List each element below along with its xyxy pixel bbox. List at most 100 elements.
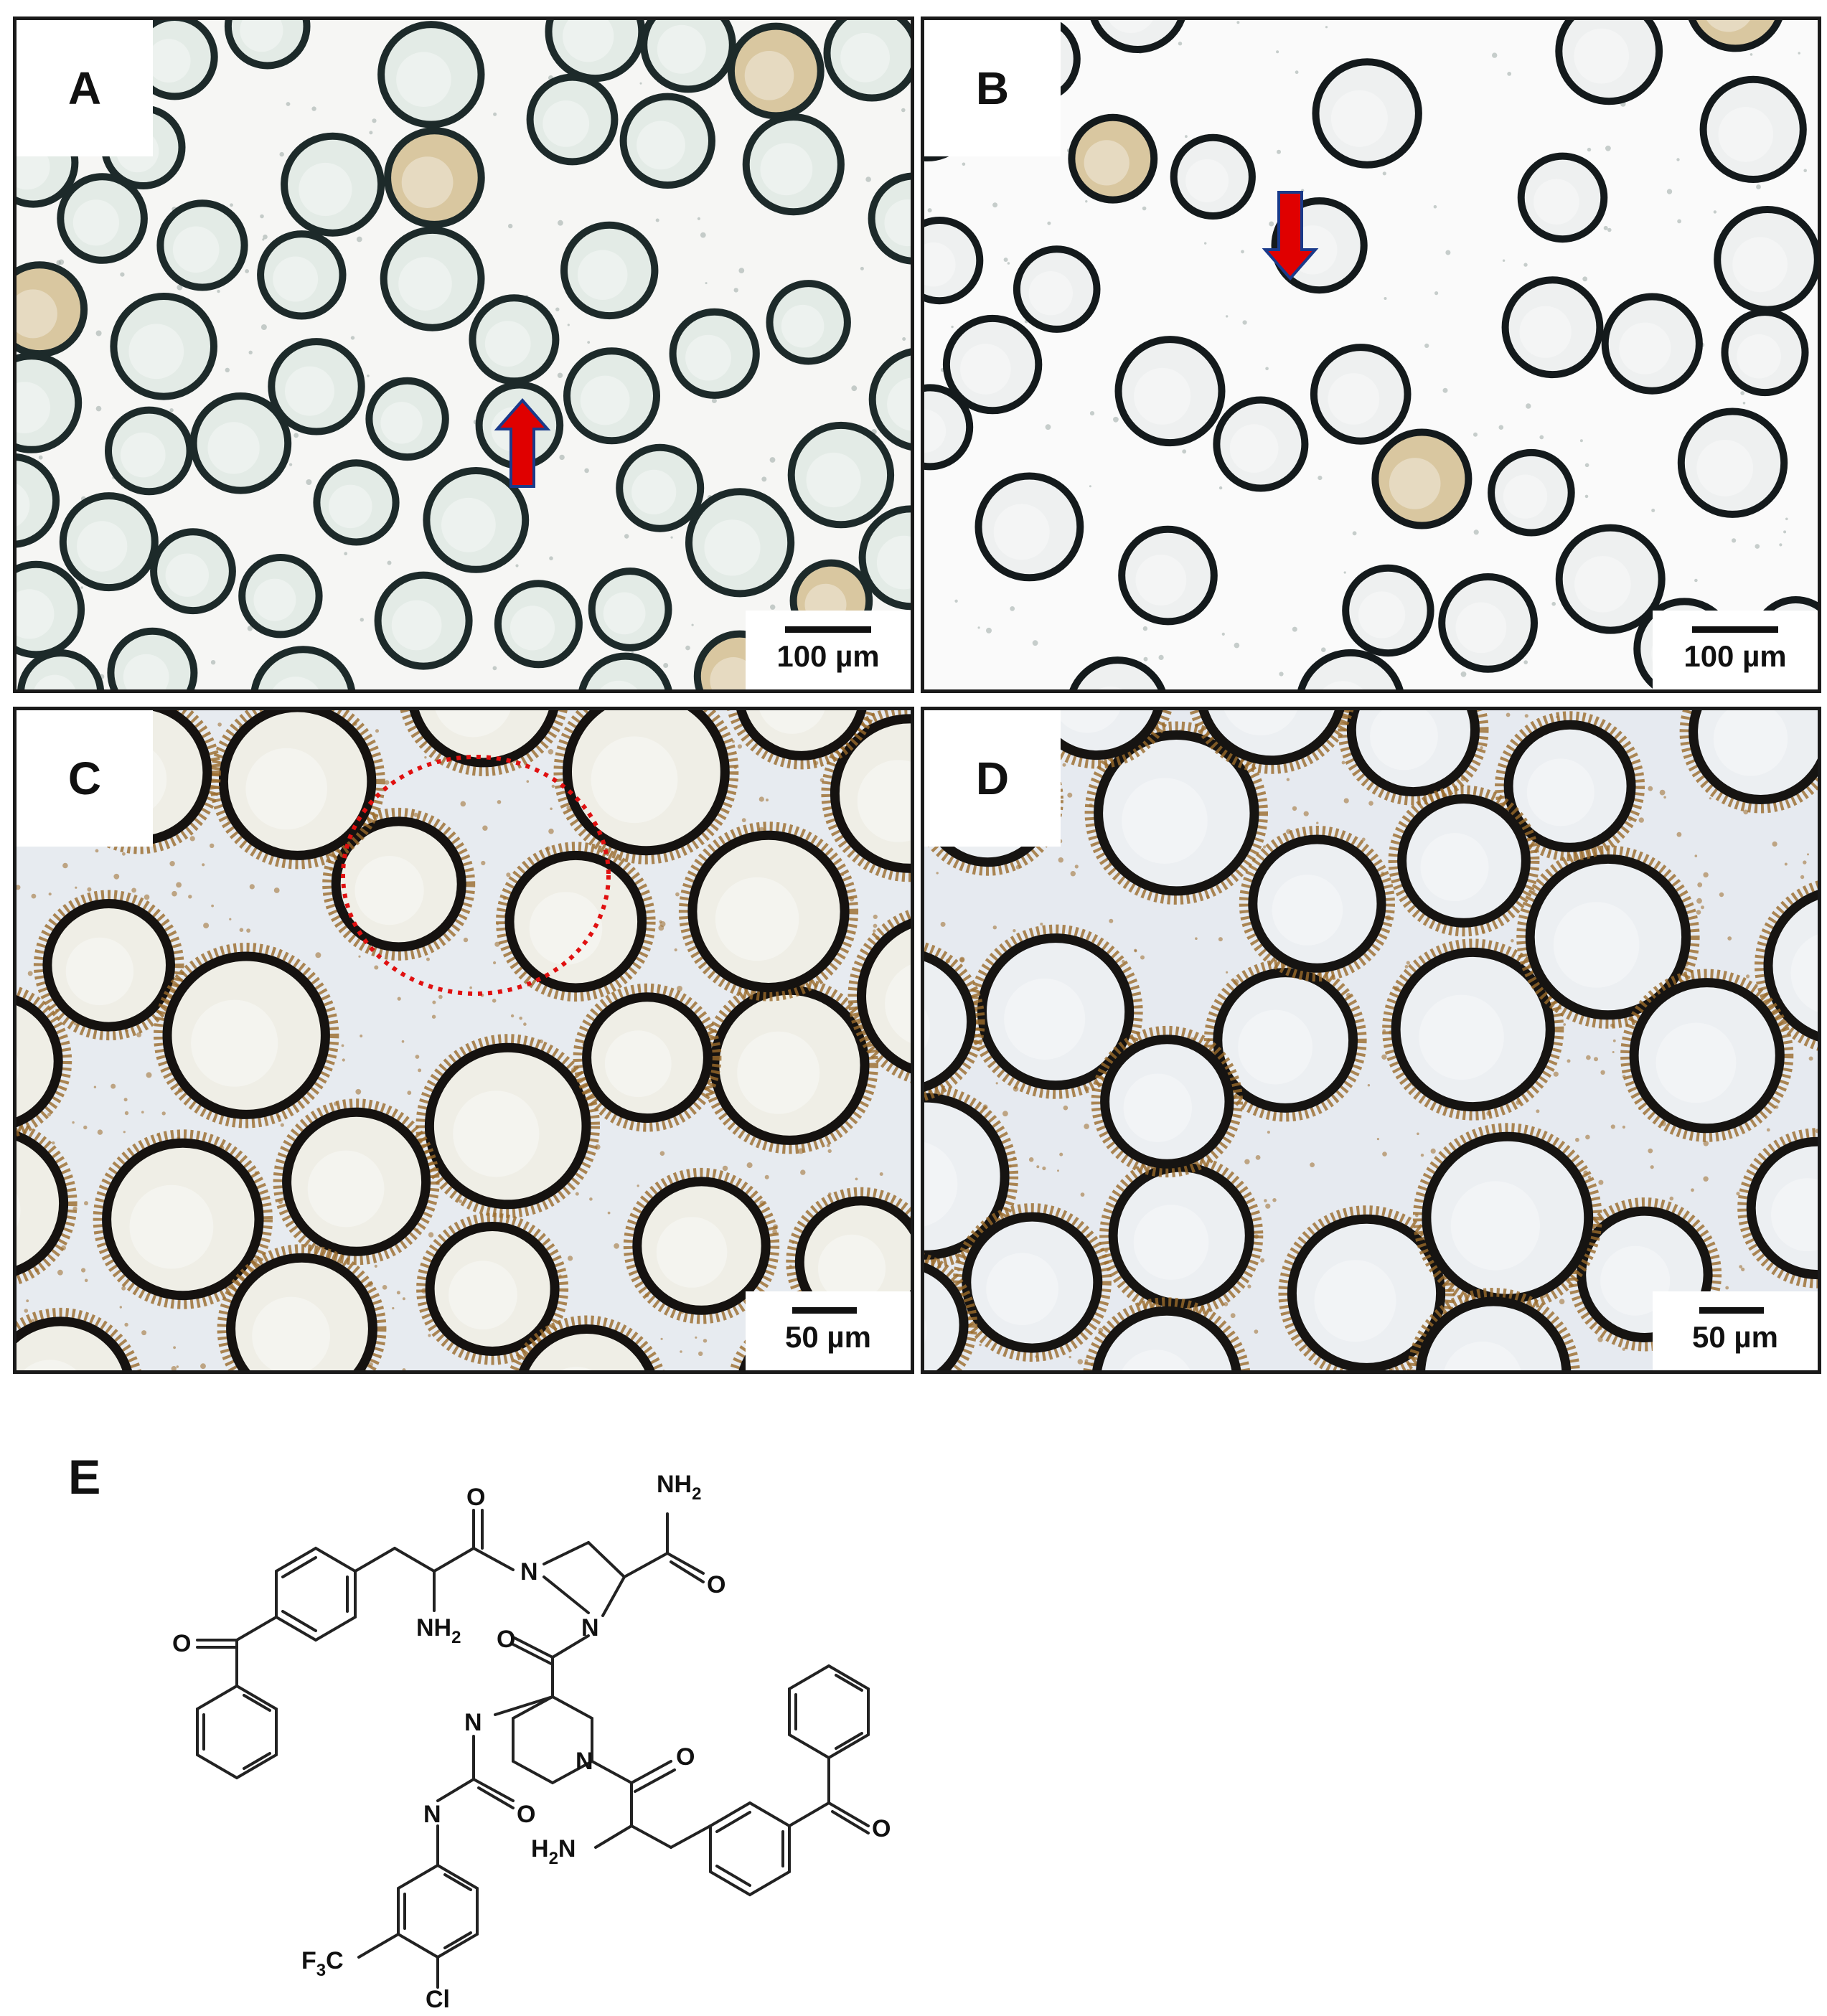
particle <box>1553 1071 1559 1077</box>
particle <box>273 887 280 893</box>
particle <box>1511 938 1514 943</box>
particle <box>260 214 264 219</box>
particle <box>146 1072 152 1078</box>
microbead <box>1021 710 1173 769</box>
benzene-ring-right-middle <box>709 1801 791 1897</box>
particle <box>401 1040 405 1043</box>
particle <box>1013 929 1016 933</box>
particle <box>210 843 215 848</box>
microbead <box>669 308 760 399</box>
particle <box>1648 786 1653 791</box>
particle <box>83 1125 88 1130</box>
particle <box>141 1111 144 1113</box>
particle <box>84 1278 88 1283</box>
particle <box>711 398 717 403</box>
particle <box>865 176 871 182</box>
microbead <box>1721 308 1809 397</box>
atom-h2n: H2N <box>531 1835 576 1868</box>
microbead <box>17 1307 141 1370</box>
microbead <box>1620 969 1794 1142</box>
bond <box>594 1824 633 1849</box>
particle <box>508 223 513 229</box>
microbead <box>787 421 895 529</box>
particle <box>655 218 659 222</box>
bond <box>494 1695 554 1716</box>
microbead <box>553 710 739 865</box>
particle <box>1318 476 1323 481</box>
particle <box>93 1085 97 1088</box>
particle <box>27 971 33 976</box>
microbead <box>33 890 184 1041</box>
particle <box>567 324 570 326</box>
particle <box>1610 1124 1615 1129</box>
particle <box>1185 135 1188 138</box>
atom-o-top: O <box>466 1484 485 1511</box>
particle <box>1384 297 1387 300</box>
particle <box>1772 841 1777 847</box>
particle <box>1265 1203 1271 1209</box>
microbead <box>924 942 985 1101</box>
particle <box>374 1264 377 1268</box>
particle <box>1406 961 1410 965</box>
particle <box>575 1192 579 1196</box>
particle <box>663 663 669 668</box>
bond <box>827 1801 870 1827</box>
particle <box>555 307 560 311</box>
particle <box>1502 259 1506 262</box>
particle <box>492 999 497 1003</box>
scale-bar-line-d <box>1699 1307 1764 1314</box>
particle <box>670 536 673 539</box>
particle <box>121 1286 126 1291</box>
particle <box>136 1032 142 1037</box>
particle <box>1218 937 1223 942</box>
particle <box>1622 1125 1625 1129</box>
particle <box>1010 606 1015 611</box>
particle <box>62 862 68 869</box>
particle <box>1244 1159 1250 1164</box>
microbead <box>1213 396 1309 492</box>
particle <box>1600 1070 1605 1075</box>
benzene-ring-left-top <box>275 1546 357 1642</box>
particle <box>695 1336 698 1339</box>
particle <box>1719 892 1724 898</box>
microbead <box>1406 1288 1580 1370</box>
bond <box>630 1824 672 1849</box>
particle <box>746 1162 753 1169</box>
particle <box>1057 1169 1059 1172</box>
particle <box>1713 210 1717 214</box>
particle <box>659 921 666 927</box>
microbead <box>1084 721 1268 905</box>
particle <box>1803 860 1807 865</box>
panel-label-a: A <box>17 20 153 156</box>
particle <box>741 818 746 823</box>
microbead <box>374 571 473 670</box>
microbead <box>313 459 400 546</box>
panel-label-e: E <box>68 1450 101 1504</box>
particle <box>1158 654 1164 661</box>
particle <box>589 1197 593 1201</box>
particle <box>873 914 878 919</box>
microbead <box>616 443 705 532</box>
particle <box>169 861 175 867</box>
particle <box>248 350 253 354</box>
particle <box>372 118 377 123</box>
particle <box>17 885 21 890</box>
particle <box>1430 1148 1436 1154</box>
particle <box>1740 391 1745 395</box>
particle <box>1276 50 1279 54</box>
particle <box>360 618 364 622</box>
particle <box>189 836 195 842</box>
microbead <box>766 280 851 365</box>
scale-bar-line-b <box>1692 626 1778 633</box>
scale-bar-c: 50 µm <box>746 1291 911 1370</box>
particle <box>660 1337 663 1340</box>
bond <box>670 1824 712 1849</box>
particle <box>122 852 126 856</box>
microbead <box>619 93 715 189</box>
particle <box>1247 1284 1251 1289</box>
microbead <box>1501 276 1604 379</box>
particle <box>860 266 864 270</box>
microbead <box>400 710 568 776</box>
particle <box>225 367 230 372</box>
particle <box>1142 626 1148 631</box>
